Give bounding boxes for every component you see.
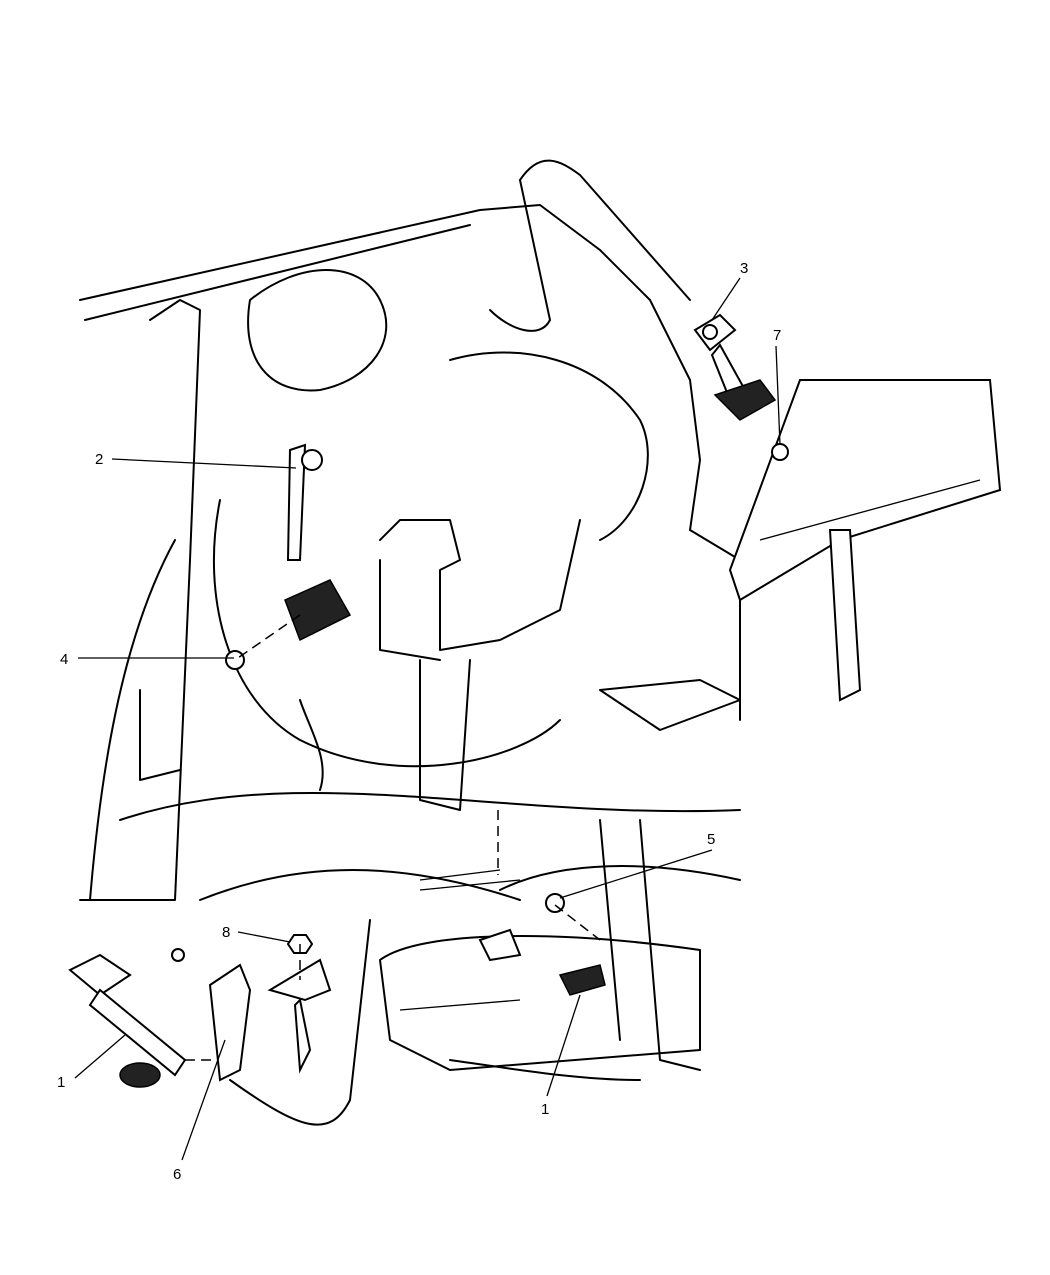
- leader-lines: [74, 277, 781, 1161]
- upper-retractor: [693, 313, 777, 421]
- buckle-assembly-right: [478, 928, 606, 996]
- callout-6: 6: [173, 1166, 181, 1183]
- bolt-7: [771, 443, 789, 461]
- callout-1-left: 1: [57, 1074, 65, 1091]
- callout-1-right: 1: [541, 1101, 549, 1118]
- buckle-assembly-left: [68, 948, 187, 1088]
- callout-5: 5: [707, 831, 715, 848]
- vehicle-body-outline: [79, 204, 741, 1081]
- routing-outline: [229, 1079, 351, 1126]
- callout-8: 8: [222, 924, 230, 941]
- callout-4: 4: [60, 651, 68, 668]
- bolt-4: [225, 650, 245, 670]
- routing-outline: [349, 919, 371, 1101]
- anchor-bracket: [208, 958, 332, 1082]
- quarter-trim-panel: [728, 379, 1002, 702]
- routing-outline: [489, 179, 551, 332]
- bolt-5: [545, 893, 565, 913]
- routing-outline: [519, 159, 691, 301]
- assembly-lines: [185, 614, 601, 1061]
- callout-2: 2: [95, 451, 103, 468]
- callout-3: 3: [740, 260, 748, 277]
- callout-7: 7: [773, 327, 781, 344]
- left-retractor: [284, 443, 352, 642]
- fasteners: [225, 443, 789, 954]
- callout-labels: 1 2 3 4 5 6 7 8 1: [57, 260, 781, 1183]
